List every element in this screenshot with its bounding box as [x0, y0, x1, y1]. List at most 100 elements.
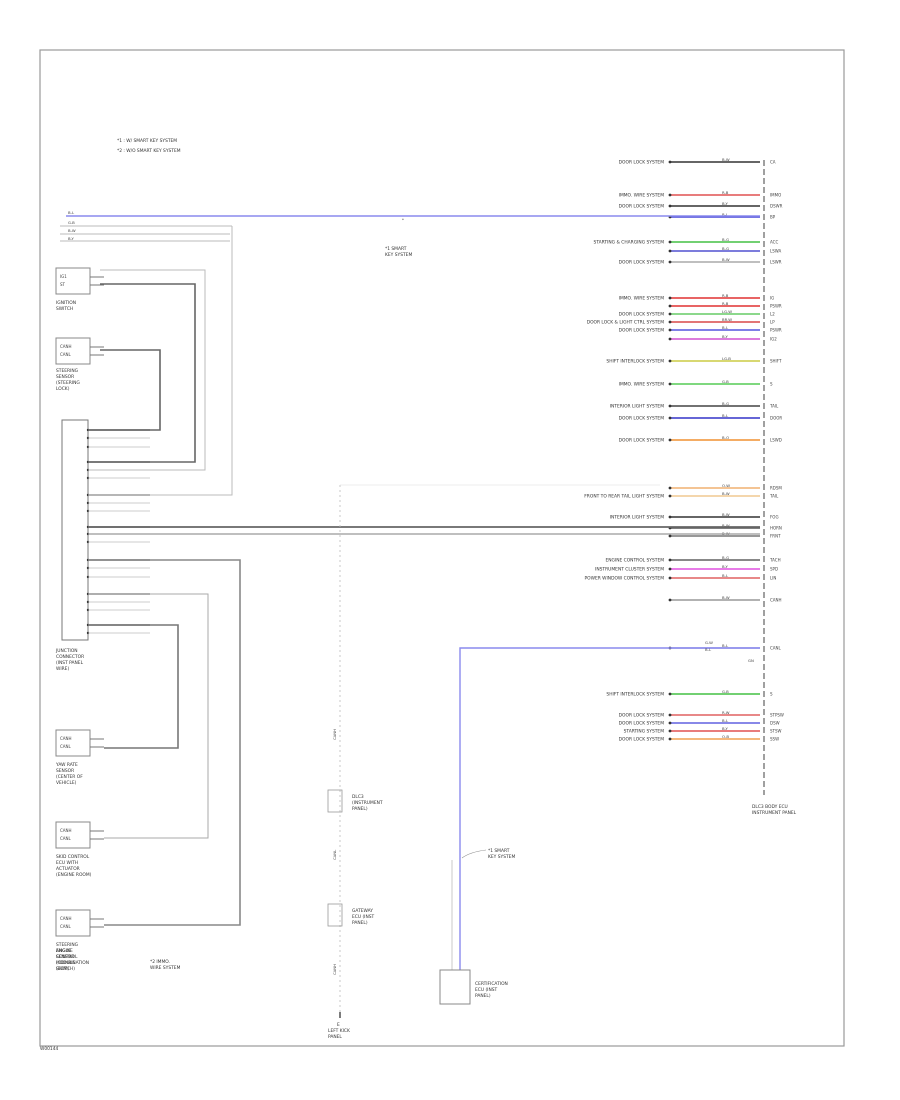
signal-label-25: POWER WINDOW CONTROL SYSTEM	[585, 576, 665, 582]
signal-label-4: STARTING & CHARGING SYSTEM	[594, 240, 665, 246]
signal-wire-code-6: B-W	[722, 257, 730, 262]
right-module-title: DLC3 BODY ECU INSTRUMENT PANEL	[752, 804, 797, 816]
signal-wire-code-26: B-W	[722, 595, 730, 600]
can-route-3	[88, 269, 206, 471]
signal-terminal-dot-1	[668, 193, 672, 197]
signal-terminal-12: IG2	[770, 337, 777, 342]
signal-terminal-13: SHIFT	[770, 359, 782, 364]
component-label-4-0: SKID CONTROL	[56, 854, 90, 860]
signal-label-15: INTERIOR LIGHT SYSTEM	[610, 404, 665, 410]
signal-terminal-dot-28	[668, 692, 672, 696]
signal-terminal-1: IMMO	[770, 193, 781, 198]
signal-terminal-dot-31	[668, 729, 672, 733]
signal-wire-code-15: B-G	[722, 401, 729, 406]
signal-terminal-2: DSWR	[770, 204, 783, 209]
component-label-4-3: (ENGINE ROOM)	[56, 872, 92, 878]
signal-terminal-0: CA	[770, 160, 776, 165]
can-route-7	[88, 226, 233, 496]
dlc-label-2: (INSTRUMENT	[352, 800, 383, 806]
signal-wire-code-27: B-L	[722, 643, 729, 648]
component-label-3-2: (CENTER OF	[56, 774, 83, 780]
signal-wire-code-31: B-Y	[722, 726, 729, 731]
component-pin-5-0: CANH	[60, 916, 72, 921]
wire-left-code-3: B-Y	[68, 236, 75, 241]
signal-label-20: INTERIOR LIGHT SYSTEM	[610, 515, 665, 521]
cert-ecu-label: CERTIFICATION ECU (INST PANEL)	[475, 981, 508, 999]
signal-terminal-dot-15	[668, 404, 672, 408]
signal-terminal-dot-4	[668, 240, 672, 244]
diagram-frame	[39, 49, 845, 1047]
signal-wire-code-14: G-B	[722, 379, 729, 384]
legend-line-1: *1 : W/ SMART KEY SYSTEM	[117, 138, 177, 144]
signal-label-16: DOOR LOCK SYSTEM	[619, 416, 665, 422]
signal-terminal-7: IG	[770, 296, 774, 301]
signal-terminal-dot-25	[668, 576, 672, 580]
signal-terminal-22: FRNT	[770, 534, 781, 539]
signal-wire-code-9: LG-W	[722, 309, 732, 314]
component-label-1-0: STEERING	[56, 368, 79, 374]
ecm-label-3: MODULE	[56, 960, 75, 966]
legend: *1 : W/ SMART KEY SYSTEM *2 : W/O SMART …	[117, 138, 181, 154]
signal-label-14: IMMO. WIRE SYSTEM	[619, 382, 665, 388]
signal-terminal-19: TAIL	[769, 494, 779, 499]
signal-terminal-dot-16	[668, 416, 672, 420]
component-label-4-2: ACTUATOR	[56, 866, 80, 872]
signal-terminal-dot-10	[668, 320, 672, 324]
signal-label-9: DOOR LOCK SYSTEM	[619, 312, 665, 318]
component-pin-4-0: CANH	[60, 828, 72, 833]
component-pin-3-1: CANL	[60, 744, 72, 749]
ecm-label-2: CONTROL	[56, 954, 78, 960]
signal-wire-code-30: B-L	[722, 718, 729, 723]
smart-key-note-lower: *1 SMART KEY SYSTEM	[488, 848, 515, 860]
signal-terminal-dot-19	[668, 494, 672, 498]
signal-terminal-dot-29	[668, 713, 672, 717]
signal-label-11: DOOR LOCK SYSTEM	[619, 328, 665, 334]
cert-wire-code-3: GN	[748, 658, 754, 663]
component-label-1-2: (STEERING	[56, 380, 80, 386]
signal-label-2: DOOR LOCK SYSTEM	[619, 204, 665, 210]
cert-wire-code-1: G-W	[705, 640, 713, 645]
circuit-note: *2 IMMO. WIRE SYSTEM	[150, 959, 181, 971]
can-route-1	[88, 283, 196, 463]
signal-terminal-dot-11	[668, 328, 672, 332]
signal-terminal-15: TAIL	[769, 404, 779, 409]
ground-label: E	[337, 1022, 340, 1028]
dlc-label-3: PANEL)	[352, 806, 368, 812]
junction-label-0: JUNCTION	[55, 648, 78, 654]
signal-label-30: DOOR LOCK SYSTEM	[619, 721, 665, 727]
signal-terminal-3: BP	[770, 215, 776, 220]
signal-wire-code-18: O-W	[722, 483, 730, 488]
gateway-label-1: GATEWAY	[352, 908, 373, 914]
signal-terminal-23: TACH	[769, 558, 781, 563]
component-pin-4-1: CANL	[60, 836, 72, 841]
signal-terminal-17: LSWD	[770, 438, 782, 443]
cert-blue-wire	[459, 647, 760, 970]
signal-terminal-26: CANH	[770, 598, 782, 603]
legend-line-2: *2 : W/O SMART KEY SYSTEM	[117, 148, 181, 154]
component-box-0	[55, 267, 91, 295]
signal-label-19: FRONT TO REAR TAIL LIGHT SYSTEM	[584, 494, 664, 500]
signal-terminal-dot-32	[668, 737, 672, 741]
dlc-vertical-label-1: CANH	[332, 729, 337, 740]
gateway-label: GATEWAY ECU (INST PANEL)	[352, 908, 375, 926]
component-box-4	[55, 821, 91, 849]
component-pin-3-0: CANH	[60, 736, 72, 741]
signal-terminal-dot-0	[668, 160, 672, 164]
ecm-label-1: ENGINE	[56, 948, 73, 954]
component-label-5-0: STEERING	[56, 942, 79, 948]
component-pin-0-1: ST	[60, 282, 66, 287]
signal-terminal-20: FOG	[770, 515, 779, 520]
ground-location-1: LEFT KICK	[328, 1028, 350, 1034]
gateway-connector-box	[327, 903, 343, 927]
smart-key-lower-1: *1 SMART	[488, 848, 510, 854]
can-route-5	[88, 593, 209, 839]
signal-wire-code-25: B-L	[722, 573, 729, 578]
signal-label-23: ENGINE CONTROL SYSTEM	[605, 558, 664, 564]
smart-key-note-2: KEY SYSTEM	[385, 252, 412, 258]
component-label-0-1: SWITCH	[56, 306, 73, 312]
signal-terminal-5: LSWA	[770, 249, 782, 254]
smart-key-note-center: *1 SMART KEY SYSTEM	[385, 246, 412, 258]
signal-terminal-16: DOOR	[770, 416, 782, 421]
component-label-4-1: ECU WITH	[56, 860, 78, 866]
